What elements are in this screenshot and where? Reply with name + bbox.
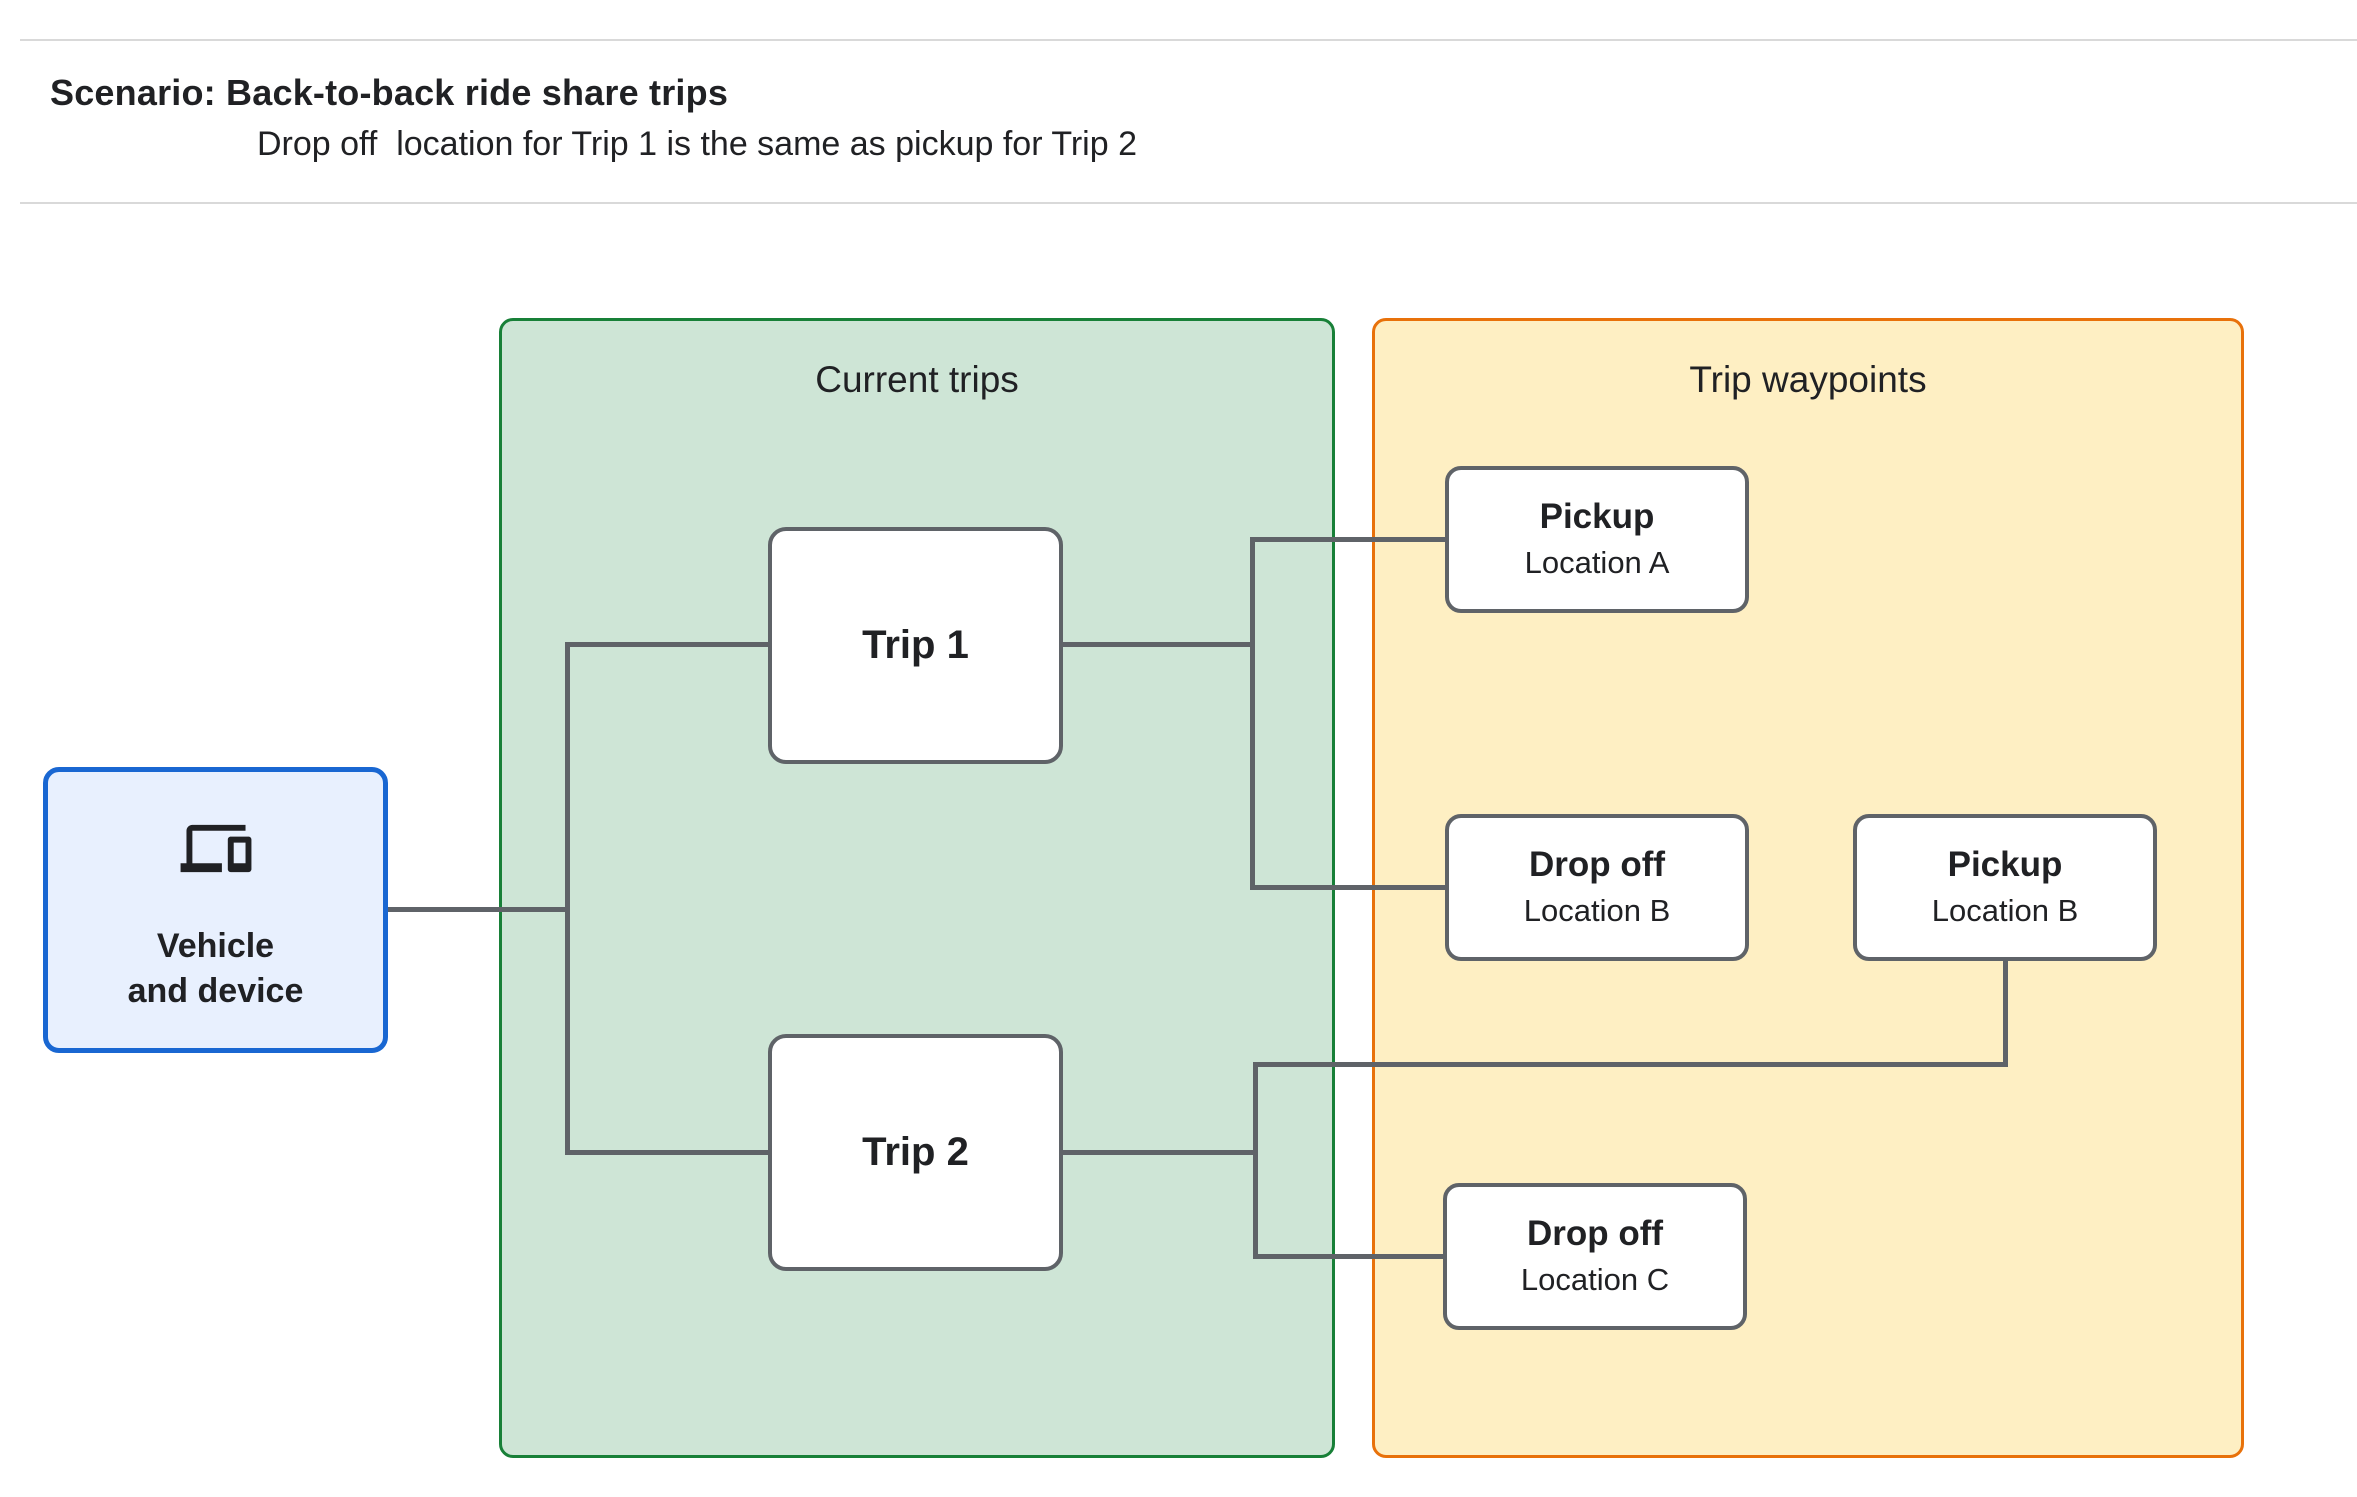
trip-2-label: Trip 2 [862, 1130, 969, 1174]
dropoff-location-c-subtitle: Location C [1520, 1262, 1670, 1298]
connector-pickup-location-b-horizontal [1253, 1062, 2008, 1067]
pickup-location-a-title: Pickup [1539, 497, 1655, 537]
vehicle-label-line1: Vehicle [156, 927, 275, 965]
dropoff-location-c-node: Drop off Location C [1443, 1183, 1747, 1330]
connector-to-dropoff-location-c [1253, 1254, 1443, 1259]
page-subtitle: Drop off location for Trip 1 is the same… [257, 125, 1137, 163]
dropoff-location-b-node: Drop off Location B [1445, 814, 1749, 961]
connector-to-dropoff-location-b [1250, 885, 1445, 890]
trip-waypoints-title: Trip waypoints [1689, 359, 1927, 400]
pickup-location-a-node: Pickup Location A [1445, 466, 1749, 613]
trip-1-node: Trip 1 [768, 527, 1063, 764]
header-divider [20, 202, 2357, 204]
connector-branch-to-trip2 [565, 1150, 768, 1155]
connector-trip2-to-junction [1063, 1150, 1255, 1155]
connector-trip1-junction-vertical [1250, 537, 1255, 890]
connector-vehicle-to-branch [388, 907, 570, 912]
current-trips-panel: Current trips [499, 318, 1335, 1458]
vehicle-node-label: Vehicle and device [128, 924, 304, 1014]
top-divider [20, 39, 2357, 41]
dropoff-location-c-title: Drop off [1526, 1214, 1664, 1254]
dropoff-location-b-title: Drop off [1528, 845, 1666, 885]
vehicle-label-line2: and device [127, 971, 304, 1010]
pickup-location-b-node: Pickup Location B [1853, 814, 2157, 961]
trip-2-node: Trip 2 [768, 1034, 1063, 1271]
pickup-location-b-title: Pickup [1947, 845, 2063, 885]
vehicle-and-device-node: Vehicle and device [43, 767, 388, 1053]
dropoff-location-b-subtitle: Location B [1523, 893, 1671, 929]
current-trips-title: Current trips [815, 359, 1019, 400]
connector-to-pickup-location-a [1250, 537, 1445, 542]
connector-branch-vertical [565, 642, 570, 1155]
connector-branch-to-trip1 [565, 642, 768, 647]
trip-1-label: Trip 1 [862, 623, 969, 667]
connector-trip1-to-junction [1063, 642, 1255, 647]
connector-pickup-location-b-descender [2003, 958, 2008, 1067]
connector-trip2-junction-vertical [1253, 1062, 1258, 1259]
pickup-location-a-subtitle: Location A [1524, 545, 1670, 581]
devices-icon [179, 816, 253, 878]
pickup-location-b-subtitle: Location B [1931, 893, 2079, 929]
page-title: Scenario: Back-to-back ride share trips [50, 72, 729, 113]
